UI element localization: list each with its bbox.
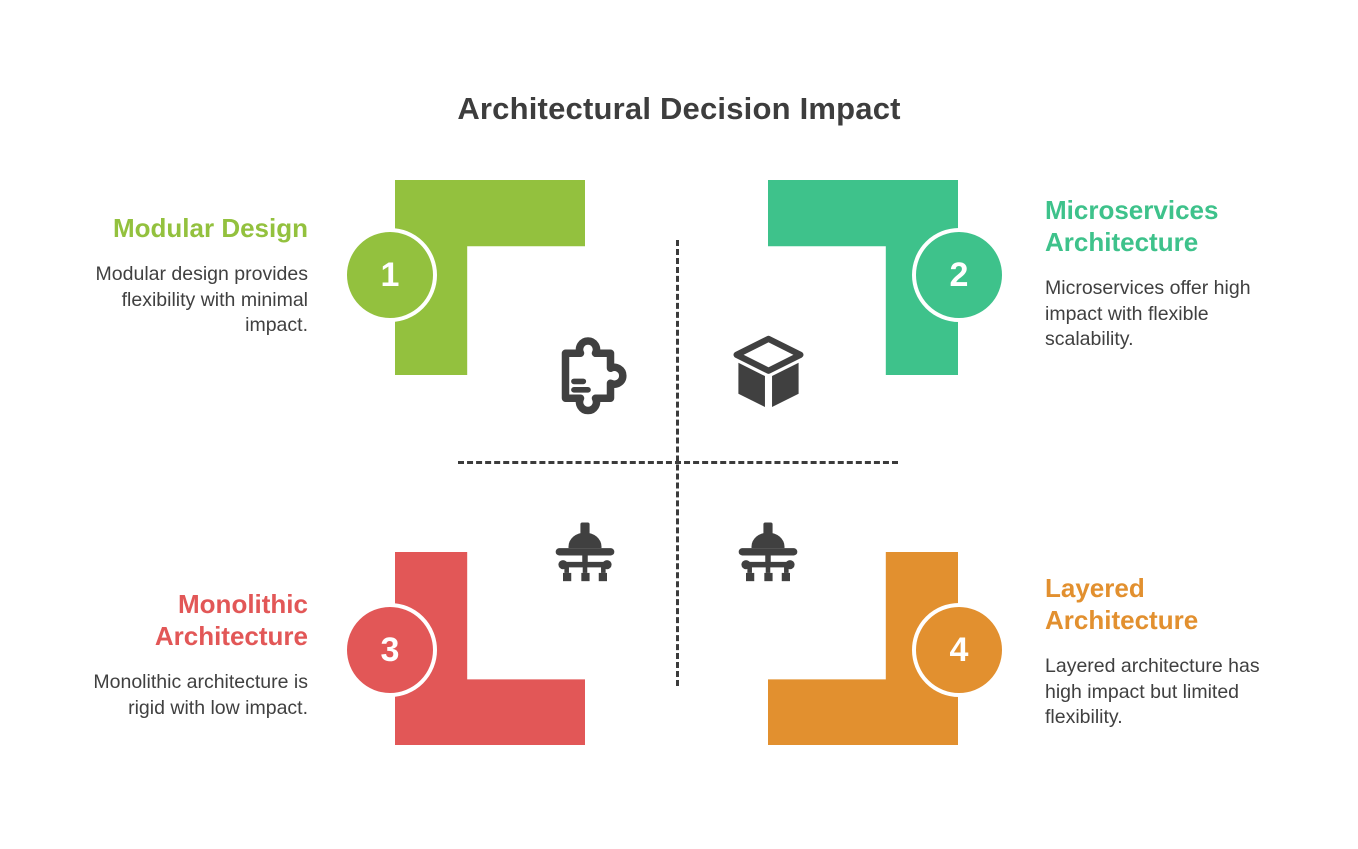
- text-block-microservices: Microservices Architecture Microservices…: [1045, 194, 1275, 353]
- quadrant-description: Layered architecture has high impact but…: [1045, 655, 1260, 729]
- quadrant-number-badge-1: 1: [343, 228, 437, 322]
- quadrant-description: Modular design provides flexibility with…: [95, 263, 308, 336]
- text-block-layered: Layered Architecture Layered architectur…: [1045, 572, 1275, 731]
- quadrant-description: Microservices offer high impact with fle…: [1045, 277, 1251, 351]
- quadrant-title: Layered Architecture: [1045, 573, 1199, 636]
- quadrant-number-badge-4: 4: [912, 603, 1006, 697]
- cube-icon: [726, 330, 811, 415]
- vertical-axis-line: [676, 240, 679, 686]
- badge-number: 2: [949, 255, 969, 294]
- hard-hat-icon: [724, 506, 812, 594]
- hard-hat-icon: [541, 506, 629, 594]
- quadrant-number-badge-2: 2: [912, 228, 1006, 322]
- badge-number: 1: [380, 255, 400, 294]
- text-block-monolithic: Monolithic Architecture Monolithic archi…: [58, 588, 308, 721]
- quadrant-title: Monolithic Architecture: [154, 589, 308, 652]
- puzzle-icon: [543, 327, 633, 417]
- badge-number: 4: [949, 630, 969, 669]
- quadrant-number-badge-3: 3: [343, 603, 437, 697]
- text-block-modular: Modular Design Modular design provides f…: [58, 212, 308, 338]
- quadrant-title: Microservices Architecture: [1045, 195, 1219, 258]
- badge-number: 3: [380, 630, 400, 669]
- diagram-title: Architectural Decision Impact: [457, 90, 901, 126]
- quadrant-description: Monolithic architecture is rigid with lo…: [93, 671, 308, 719]
- quadrant-title: Modular Design: [112, 213, 308, 243]
